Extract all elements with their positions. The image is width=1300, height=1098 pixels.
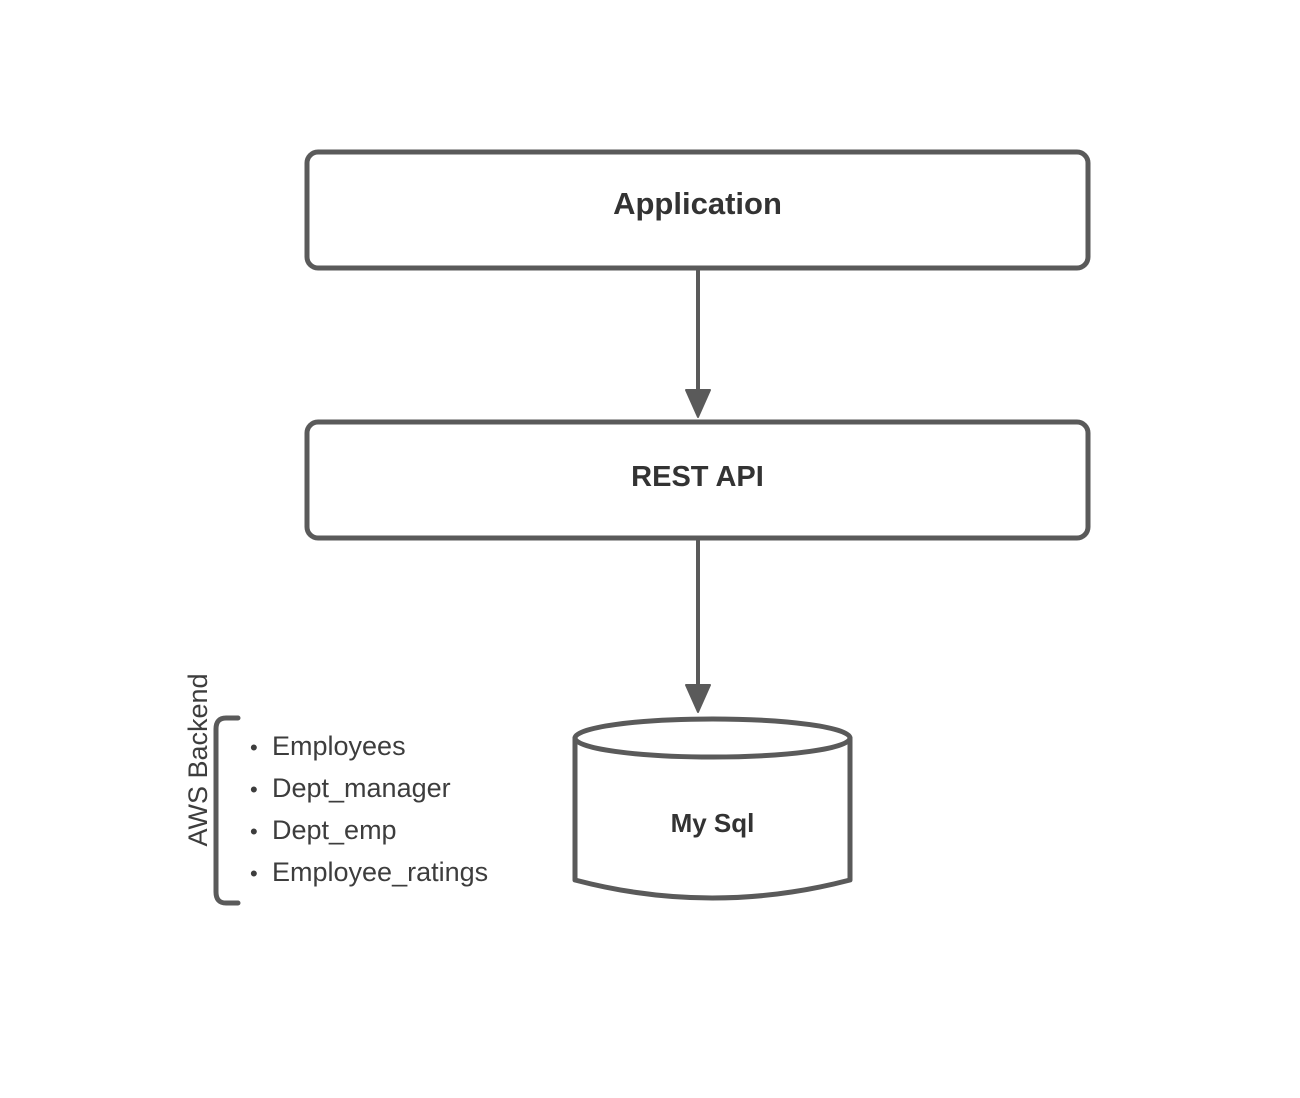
cylinder-body xyxy=(572,735,853,901)
list-item-label: Employee_ratings xyxy=(272,857,489,887)
rest-api-node-label: REST API xyxy=(631,461,764,493)
list-item: • Dept_manager xyxy=(250,768,488,810)
list-item: • Employees xyxy=(250,726,488,768)
list-item-label: Employees xyxy=(272,731,406,761)
aws-backend-bracket xyxy=(213,715,241,906)
list-item-label: Dept_manager xyxy=(272,773,451,803)
list-item: • Employee_ratings xyxy=(250,852,488,894)
connector-rest-api-to-database xyxy=(685,538,711,713)
list-item: • Dept_emp xyxy=(250,810,488,852)
bullet-icon: • xyxy=(250,819,258,844)
arrowhead-down-icon xyxy=(685,389,711,418)
database-tables-list: • Employees • Dept_manager • Dept_emp • Empl… xyxy=(250,726,488,894)
bullet-icon: • xyxy=(250,735,258,760)
database-node-label: My Sql xyxy=(670,808,755,838)
aws-backend-group-label: AWS Backend xyxy=(183,673,213,847)
application-node-label: Application xyxy=(613,186,782,221)
bullet-icon: • xyxy=(250,861,258,886)
arrowhead-down-icon xyxy=(685,684,711,713)
connector-application-to-rest-api xyxy=(685,268,711,418)
cylinder-top-ellipse xyxy=(572,716,853,760)
bullet-icon: • xyxy=(250,777,258,802)
database-node-shape[interactable] xyxy=(572,716,853,901)
list-item-label: Dept_emp xyxy=(272,815,397,845)
